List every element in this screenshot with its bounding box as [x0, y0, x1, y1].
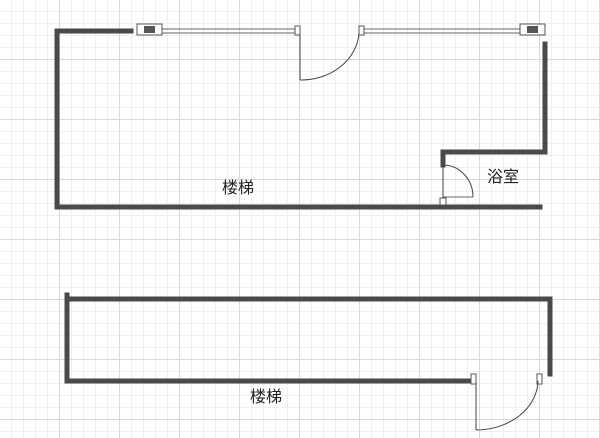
lower-wall-top-right [67, 296, 553, 377]
window-right [519, 23, 546, 36]
entry-door-lower [470, 373, 543, 431]
bathroom-label: 浴室 [487, 167, 519, 186]
window-left [136, 23, 163, 36]
upper-wall-top-left [54, 28, 134, 210]
lower-stairs-label: 楼梯 [250, 387, 282, 406]
upper-top-thin-walls [162, 28, 520, 34]
upper-stairs-label: 楼梯 [222, 178, 254, 197]
lower-unit: 楼梯 [64, 292, 553, 431]
entry-door-upper [294, 25, 365, 81]
lower-wall-left-bottom [64, 292, 474, 384]
bathroom-door [439, 164, 474, 206]
upper-unit: 楼梯 浴室 [54, 23, 548, 210]
bathroom-wall [440, 149, 548, 168]
